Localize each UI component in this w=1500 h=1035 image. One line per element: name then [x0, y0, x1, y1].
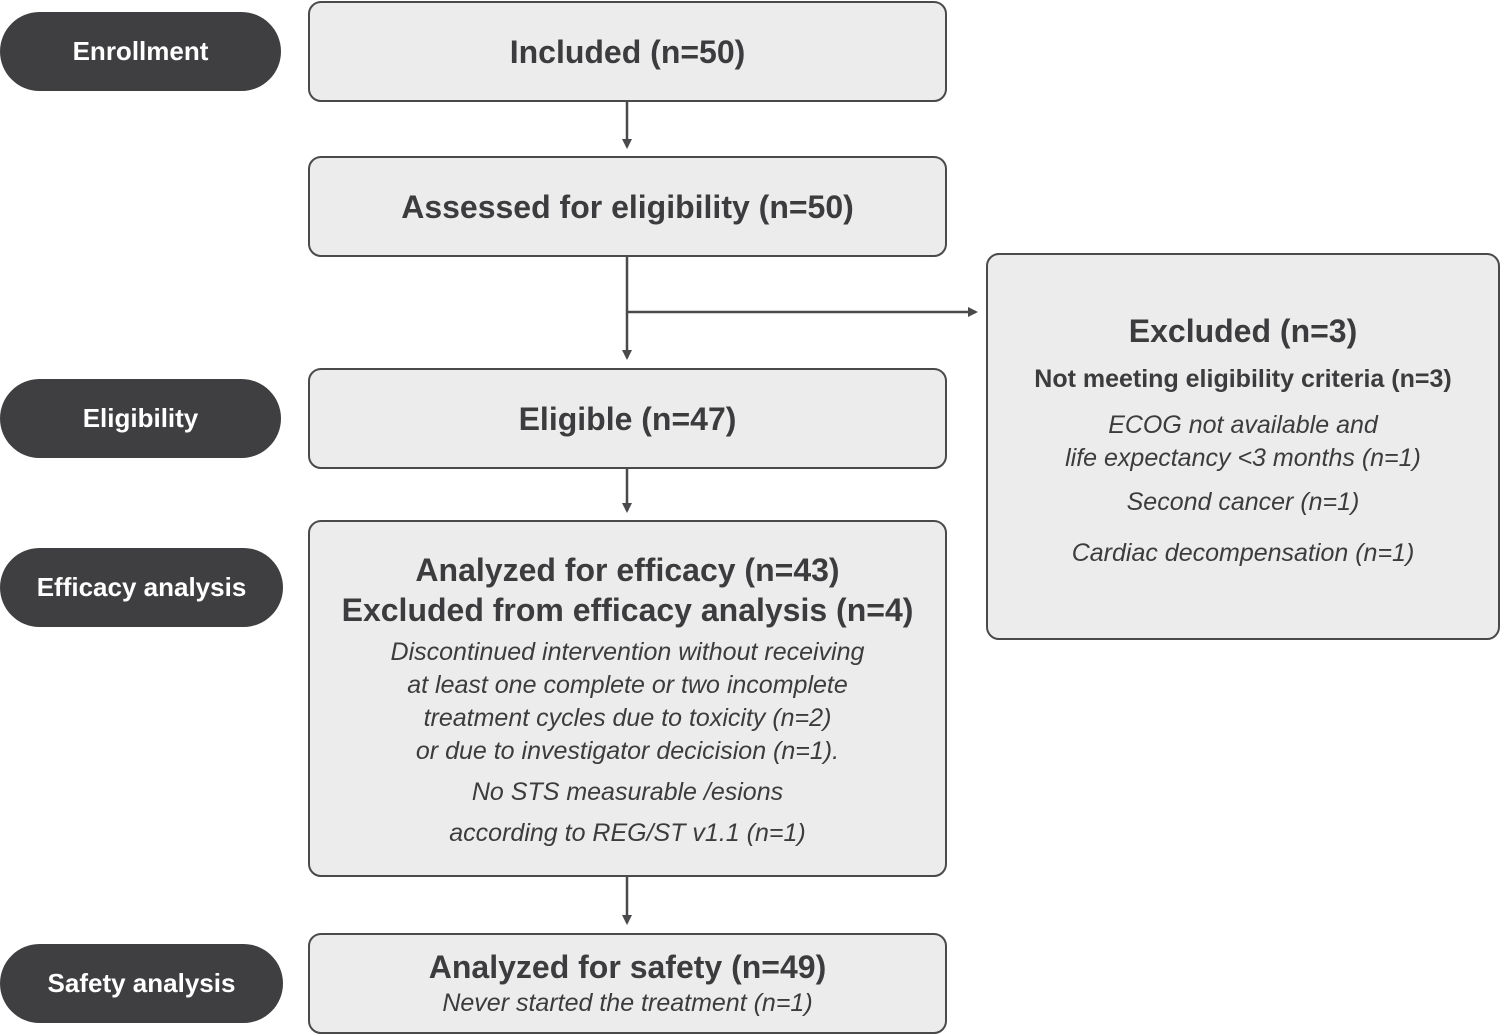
- stage-enrollment-label: Enrollment: [72, 36, 209, 66]
- excluded-subtitle: Not meeting eligibility criteria (n=3): [1034, 365, 1452, 393]
- box-included: Included (n=50): [308, 1, 947, 102]
- efficacy-reason-line: Discontinued intervention without receiv…: [390, 638, 865, 666]
- box-efficacy: Analyzed for efficacy (n=43) Excluded fr…: [308, 520, 947, 877]
- excluded-reason-3: Cardiac decompensation (n=1): [1071, 539, 1415, 567]
- included-text: Included (n=50): [509, 33, 746, 70]
- box-excluded: Excluded (n=3) Not meeting eligibility c…: [986, 253, 1500, 640]
- safety-title: Analyzed for safety (n=49): [428, 949, 827, 985]
- assessed-text: Assessed for eligibility (n=50): [401, 188, 854, 225]
- excluded-reason-1-line2: life expectancy <3 months (n=1): [1065, 444, 1421, 472]
- excluded-reason-1-line1: ECOG not available and: [1108, 411, 1378, 439]
- efficacy-excluded-title: Excluded from efficacy analysis (n=4): [341, 592, 914, 628]
- excluded-title: Excluded (n=3): [1128, 313, 1358, 349]
- stage-safety-analysis: Safety analysis: [0, 944, 283, 1023]
- box-eligible: Eligible (n=47): [308, 368, 947, 469]
- efficacy-reason-line: at least one complete or two incomplete: [407, 671, 848, 699]
- safety-note: Never started the treatment (n=1): [442, 989, 813, 1017]
- efficacy-reason-line: or due to investigator decicision (n=1).: [415, 737, 840, 765]
- stage-efficacy-label: Efficacy analysis: [36, 572, 247, 602]
- efficacy-no-sts-line2: according to REG/ST v1.1 (n=1): [449, 819, 806, 847]
- efficacy-title: Analyzed for efficacy (n=43): [415, 552, 840, 588]
- excluded-reason-2: Second cancer (n=1): [1126, 488, 1360, 516]
- stage-safety-label: Safety analysis: [47, 968, 236, 998]
- stage-eligibility: Eligibility: [0, 379, 281, 458]
- efficacy-reason-line: treatment cycles due to toxicity (n=2): [423, 704, 832, 732]
- box-assessed: Assessed for eligibility (n=50): [308, 156, 947, 257]
- stage-efficacy-analysis: Efficacy analysis: [0, 548, 283, 627]
- stage-enrollment: Enrollment: [0, 12, 281, 91]
- eligible-text: Eligible (n=47): [518, 400, 737, 437]
- efficacy-no-sts-line1: No STS measurable /esions: [471, 778, 784, 806]
- box-safety: Analyzed for safety (n=49) Never started…: [308, 933, 947, 1034]
- stage-eligibility-label: Eligibility: [82, 403, 199, 433]
